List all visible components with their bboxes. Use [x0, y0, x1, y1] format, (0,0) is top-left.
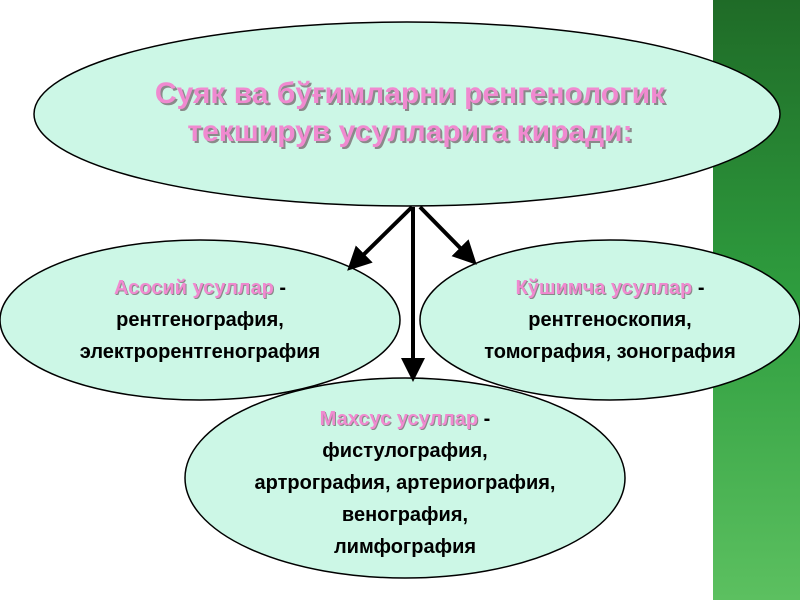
right-node-line-1: Кўшимча усуллар - — [516, 272, 705, 304]
right-node-line-2: рентгеноскопия, — [528, 309, 692, 331]
bottom-node: Махсус усуллар - фистулография, артрогра… — [195, 400, 615, 565]
right-node-heading: Кўшимча усуллар — [515, 277, 693, 299]
right-node: Кўшимча усуллар - рентгеноскопия, томогр… — [425, 270, 795, 370]
main-node: Суяк ва бўғимларни ренгенологик текширув… — [60, 60, 760, 165]
arrow-to-left — [347, 205, 414, 271]
bottom-node-line-4: венография, — [341, 503, 469, 526]
right-ellipse — [419, 239, 800, 401]
arrow-to-right — [418, 205, 477, 265]
bottom-node-line-1: Махсус усуллар - — [320, 403, 491, 435]
left-node-line-1: Асосий усуллар - — [114, 272, 286, 304]
left-node: Асосий усуллар - рентгенография, электро… — [10, 270, 390, 370]
left-node-line-3: электрорентгенография — [79, 341, 321, 363]
main-title-line-2: текширув усулларига киради: — [187, 114, 633, 148]
bottom-node-heading: Махсус усуллар — [319, 407, 479, 430]
right-node-dash: - — [692, 277, 705, 299]
left-node-heading: Асосий усуллар — [113, 277, 274, 299]
bottom-node-line-2: фистулография, — [322, 439, 488, 462]
bottom-node-line-3: артрография, артериография, — [254, 471, 556, 494]
bottom-node-dash: - — [478, 407, 491, 430]
right-node-line-3: томография, зонография — [484, 341, 736, 363]
main-ellipse — [33, 21, 781, 207]
bottom-node-line-5: лимфография — [333, 535, 477, 558]
left-ellipse — [0, 239, 401, 401]
left-node-line-2: рентгенография, — [116, 309, 284, 331]
main-title-line-1: Суяк ва бўғимларни ренгенологик — [154, 76, 666, 110]
left-node-dash: - — [273, 277, 287, 299]
